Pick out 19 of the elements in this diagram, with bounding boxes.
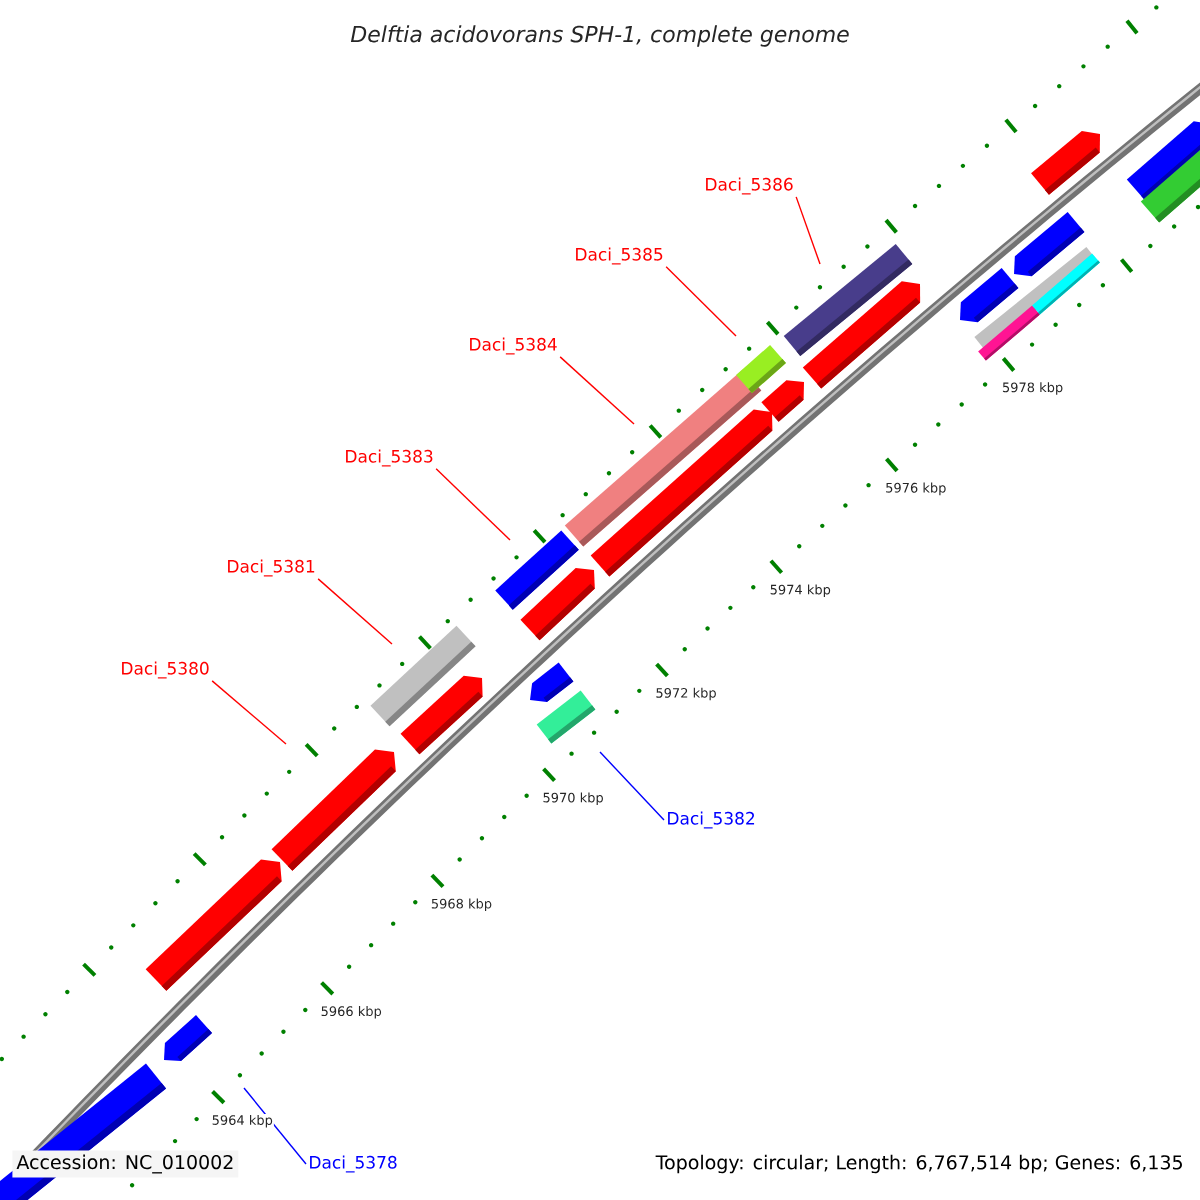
footer-text: Accession: NC_010002	[12, 1150, 239, 1178]
gene-label: Daci_5383	[346, 449, 433, 467]
gene-label: Daci_5384	[470, 337, 557, 355]
leader-line	[599, 751, 665, 821]
gene-label: Daci_5378	[310, 1155, 397, 1173]
footer-text: Topology: circular; Length: 6,767,514 bp; Genes: 6,135	[651, 1150, 1188, 1178]
gene-label: Daci_5382	[668, 811, 755, 829]
gene-label: Daci_5380	[122, 661, 209, 679]
leader-line	[211, 680, 287, 745]
leader-line	[665, 266, 737, 337]
title: Delftia acidovorans SPH-1, complete genome	[350, 25, 849, 47]
gene-label: Daci_5381	[228, 559, 315, 577]
leader-line	[243, 1087, 307, 1165]
gene-label: Daci_5386	[706, 177, 793, 195]
gene-label: Daci_5385	[576, 247, 663, 265]
leader-line	[317, 578, 393, 645]
leader-line	[795, 196, 821, 265]
leader-line	[435, 468, 511, 541]
leader-line	[559, 356, 635, 425]
